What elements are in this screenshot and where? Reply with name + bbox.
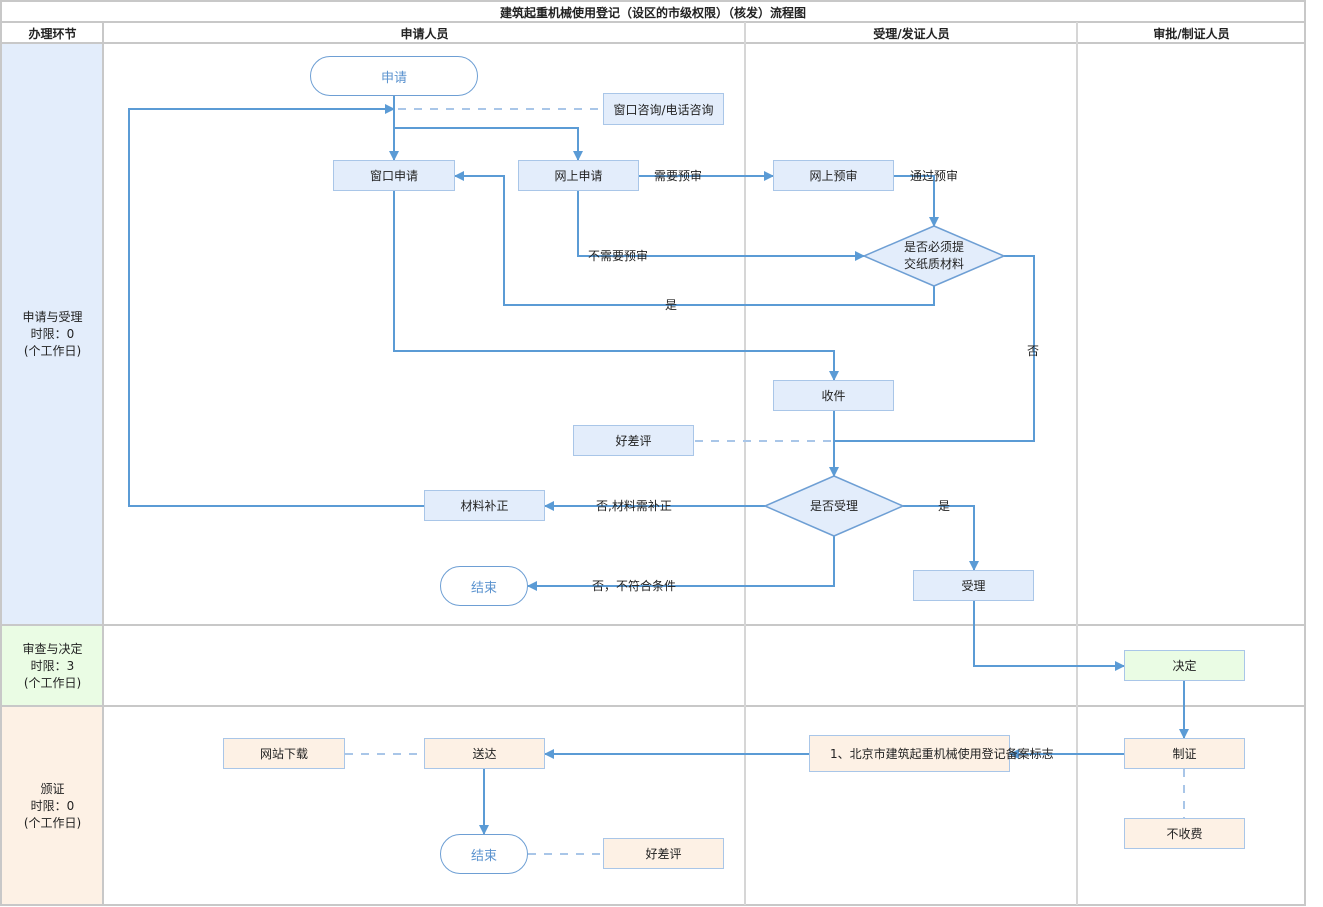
rating-node-2[interactable]: 好差评 (603, 838, 724, 869)
deliver-node[interactable]: 送达 (424, 738, 545, 769)
phase-bg-review (2, 626, 103, 706)
no-fee-node[interactable]: 不收费 (1124, 818, 1245, 849)
phase-certificate: 颁证 时限：0 (个工作日) (2, 707, 103, 905)
edge-paper-no (834, 255, 1035, 442)
phase-name: 审查与决定 (22, 641, 83, 656)
edge-start-online (394, 127, 583, 161)
column-header-applicant: 申请人员 (400, 26, 449, 41)
edge-pass-precheck (894, 175, 939, 227)
accept-node[interactable]: 受理 (913, 570, 1034, 601)
make-cert-node[interactable]: 制证 (1124, 738, 1245, 769)
end-node-1[interactable]: 结束 (440, 566, 528, 606)
web-download-node[interactable]: 网站下载 (223, 738, 345, 769)
phase-review: 审查与决定 时限：3 (个工作日) (2, 626, 103, 706)
edge-accept-decide (973, 601, 1125, 671)
accept-decision-label[interactable]: 是否受理 (809, 498, 858, 513)
consult-node[interactable]: 窗口咨询/电话咨询 (603, 93, 724, 125)
label-pass-precheck: 通过预审 (910, 169, 959, 183)
label-decision-supplement: 否,材料需补正 (596, 499, 672, 513)
phase-limit: 时限：0 (30, 326, 75, 341)
supplement-node[interactable]: 材料补正 (424, 490, 545, 521)
online-apply-node[interactable]: 网上申请 (518, 160, 639, 191)
phase-name: 颁证 (40, 781, 65, 796)
phase-unit: (个工作日) (23, 343, 82, 358)
phase-bg-apply (2, 43, 103, 625)
label-paper-no: 否 (1027, 344, 1040, 358)
end-node-2[interactable]: 结束 (440, 834, 528, 874)
label-no-precheck: 不需要预审 (588, 249, 649, 263)
phase-limit: 时限：3 (30, 658, 75, 673)
phase-name: 申请与受理 (22, 309, 83, 324)
paper-decision-diamond (862, 225, 1006, 287)
column-header-stage: 办理环节 (28, 26, 77, 41)
diagram-title: 建筑起重机械使用登记（设区的市级权限）（核发）流程图 (499, 5, 806, 20)
column-header-acceptor: 受理/发证人员 (873, 26, 950, 41)
phase-unit: (个工作日) (23, 675, 82, 690)
phase-limit: 时限：0 (30, 798, 75, 813)
label-need-precheck: 需要预审 (654, 169, 703, 183)
edge-no-precheck (577, 191, 865, 261)
edge-paper-yes (454, 171, 935, 306)
column-header-approver: 审批/制证人员 (1153, 26, 1230, 41)
label-paper-yes: 是 (665, 298, 678, 312)
edge-decision-end (527, 536, 835, 591)
edge-decision-accept (903, 505, 979, 571)
cert-output-node[interactable]: 1、北京市建筑起重机械使用登记备案标志 (809, 735, 1054, 772)
paper-decision-label[interactable]: 是否必须提 交纸质材料 (903, 240, 964, 271)
rating-node-1[interactable]: 好差评 (573, 425, 694, 456)
window-apply-node[interactable]: 窗口申请 (333, 160, 455, 191)
phase-bg-cert (2, 707, 103, 905)
accept-decision-diamond (763, 475, 905, 537)
online-precheck-node[interactable]: 网上预审 (773, 160, 894, 191)
phase-unit: (个工作日) (23, 815, 82, 830)
decide-node[interactable]: 决定 (1124, 650, 1245, 681)
label-decision-yes: 是 (938, 499, 951, 513)
start-node[interactable]: 申请 (310, 56, 478, 96)
receive-node[interactable]: 收件 (773, 380, 894, 411)
label-decision-reject: 否，不符合条件 (592, 579, 677, 593)
phase-apply: 申请与受理 时限：0 (个工作日) (2, 43, 103, 625)
edge-window-receive (393, 191, 839, 381)
edge-supplement-loop (128, 104, 424, 507)
